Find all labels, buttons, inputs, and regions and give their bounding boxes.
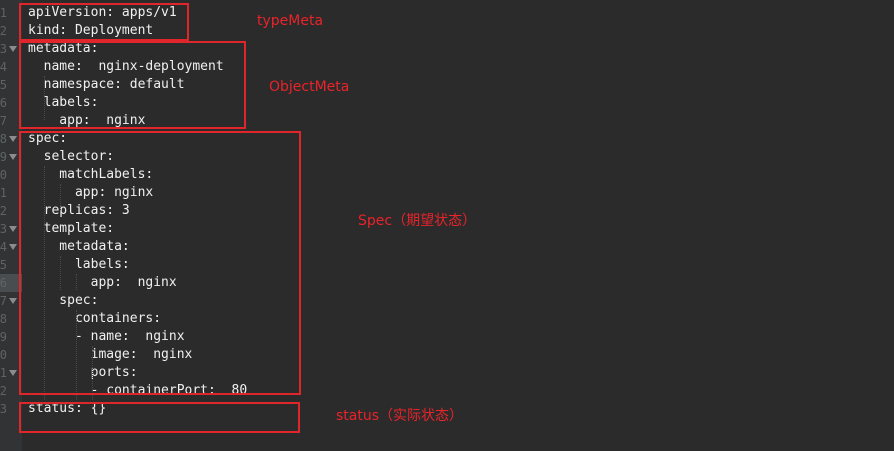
code-line[interactable]: status: {}: [28, 401, 107, 416]
code-line[interactable]: - name: nginx: [28, 329, 185, 344]
code-line[interactable]: labels:: [28, 95, 99, 110]
line-number: 16: [0, 276, 7, 290]
indent-guide: [44, 166, 45, 400]
code-line[interactable]: kind: Deployment: [28, 23, 154, 38]
fold-toggle-icon[interactable]: [9, 154, 17, 160]
fold-toggle-icon[interactable]: [9, 136, 17, 142]
indent-guide: [60, 256, 61, 290]
editor-gutter: [0, 0, 22, 451]
spec-label: Spec（期望状态）: [358, 213, 477, 229]
code-line[interactable]: spec:: [28, 293, 99, 308]
line-number: 3: [0, 42, 7, 56]
line-number: 18: [0, 312, 7, 326]
line-number: 1: [0, 6, 7, 20]
line-number: 21: [0, 366, 7, 380]
objectmeta-label: ObjectMeta: [269, 79, 350, 95]
line-number: 2: [0, 24, 7, 38]
line-number: 4: [0, 60, 7, 74]
indent-guide: [76, 274, 77, 290]
line-number: 19: [0, 330, 7, 344]
code-line[interactable]: labels:: [28, 257, 130, 272]
line-number: 17: [0, 294, 7, 308]
code-line[interactable]: name: nginx-deployment: [28, 59, 224, 74]
indent-guide: [44, 76, 45, 120]
code-line[interactable]: metadata:: [28, 41, 99, 56]
code-line[interactable]: spec:: [28, 131, 68, 146]
objectmeta-box: [19, 41, 246, 129]
line-number: 20: [0, 348, 7, 362]
line-number: 22: [0, 384, 7, 398]
code-line[interactable]: selector:: [28, 149, 115, 164]
code-line[interactable]: metadata:: [28, 239, 130, 254]
indent-guide: [60, 184, 61, 210]
current-line-highlight: [0, 274, 22, 292]
code-line[interactable]: containers:: [28, 311, 162, 326]
code-line[interactable]: template:: [28, 221, 115, 236]
spec-box: [19, 131, 301, 395]
fold-toggle-icon[interactable]: [9, 46, 17, 52]
typemeta-box: [19, 3, 189, 41]
indent-guide: [76, 310, 77, 400]
indent-guide: [92, 346, 93, 400]
line-number: 8: [0, 132, 7, 146]
line-number: 13: [0, 222, 7, 236]
code-line[interactable]: apiVersion: apps/v1: [28, 5, 177, 20]
code-line[interactable]: namespace: default: [28, 77, 185, 92]
code-line[interactable]: ports:: [28, 365, 138, 380]
line-number: 7: [0, 114, 7, 128]
code-line[interactable]: replicas: 3: [28, 203, 130, 218]
fold-toggle-icon[interactable]: [9, 226, 17, 232]
line-number: 12: [0, 204, 7, 218]
typemeta-label: typeMeta: [257, 13, 324, 29]
line-number: 23: [0, 402, 7, 416]
line-number: 10: [0, 168, 7, 182]
status-box: [19, 402, 300, 433]
line-number: 15: [0, 258, 7, 272]
line-number: 5: [0, 78, 7, 92]
code-line[interactable]: matchLabels:: [28, 167, 154, 182]
line-number: 9: [0, 150, 7, 164]
fold-toggle-icon[interactable]: [9, 298, 17, 304]
status-label: status（实际状态）: [336, 408, 464, 424]
code-line[interactable]: image: nginx: [28, 347, 193, 362]
code-line[interactable]: app: nginx: [28, 185, 154, 200]
fold-toggle-icon[interactable]: [9, 244, 17, 250]
line-number: 11: [0, 186, 7, 200]
code-line[interactable]: app: nginx: [28, 113, 146, 128]
fold-toggle-icon[interactable]: [9, 370, 17, 376]
line-number: 14: [0, 240, 7, 254]
code-line[interactable]: app: nginx: [28, 275, 177, 290]
line-number: 6: [0, 96, 7, 110]
